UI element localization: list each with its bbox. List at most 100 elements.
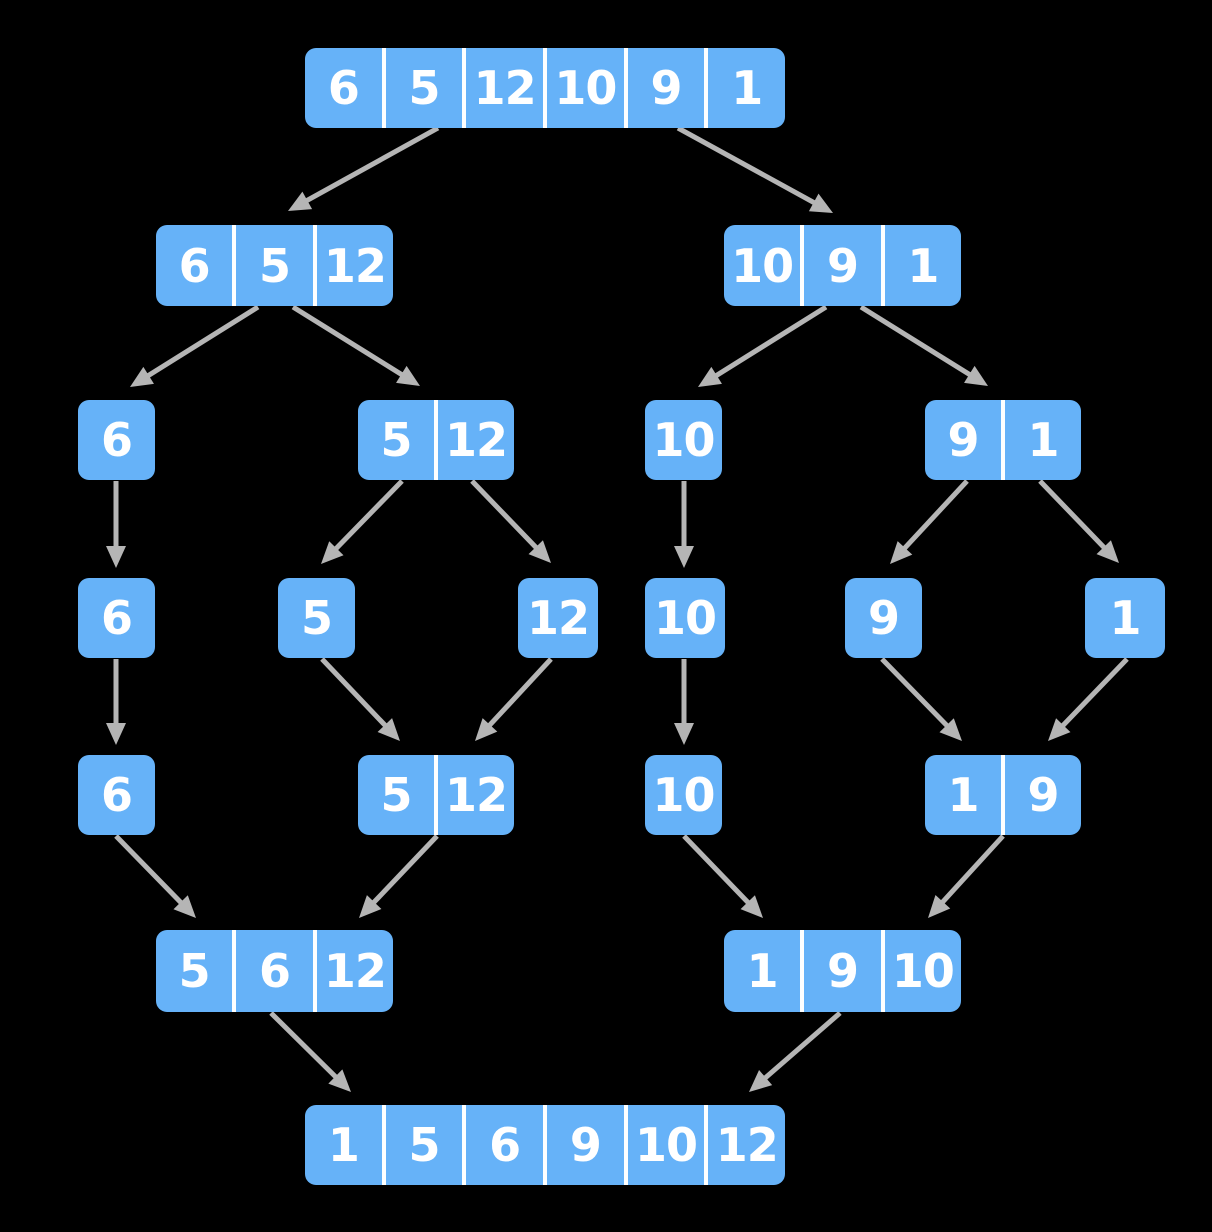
arrowhead-icon [321,541,344,564]
arrowhead-icon [698,366,722,387]
array-cell: 1 [1085,578,1165,658]
cell-value: 5 [408,61,441,115]
arrow-l5-10-to-merge-right [682,834,763,918]
cell-value: 9 [569,1118,602,1172]
arrow-shaft [470,479,539,550]
array-node-l4-9: 9 [845,578,922,658]
arrow-l4-6-to-l5-6 [106,659,126,745]
cell-value: 5 [380,413,412,467]
cell-value: 5 [300,591,333,645]
arrow-l4-1-to-l5-1-9 [1048,657,1129,741]
arrow-merge-left-to-sorted [269,1011,351,1092]
arrow-shaft [291,304,404,378]
arrow-split-right-to-l3-9-1 [859,304,988,386]
cell-value: 10 [554,61,617,115]
arrow-shaft [371,834,439,905]
cell-value: 1 [1027,413,1059,467]
arrow-shaft [940,834,1005,905]
cell-value: 6 [258,944,291,998]
cell-value: 10 [731,238,794,293]
arrow-shaft [114,834,184,905]
arrowhead-icon [130,366,154,387]
array-cell: 6 [78,578,155,658]
cell-value: 5 [408,1118,441,1172]
array-cell: 6 [462,1105,543,1185]
arrowhead-icon [928,895,951,918]
cell-value: 10 [653,591,717,645]
array-cell: 1 [880,225,961,306]
cell-value: 1 [907,238,939,293]
array-cell: 9 [800,930,880,1012]
arrow-l5-6-to-merge-left [114,834,196,918]
arrow-shaft [333,479,404,551]
cell-value: 6 [100,591,133,645]
cell-value: 12 [715,1118,779,1172]
cell-value: 9 [826,944,859,998]
arrowhead-icon [328,1069,351,1092]
cell-value: 6 [178,238,211,293]
array-cell: 5 [381,1105,463,1185]
cell-value: 12 [323,238,387,293]
array-cell: 1 [305,1105,382,1185]
array-cell: 12 [312,930,393,1012]
arrowhead-icon [808,193,833,213]
cell-value: 9 [826,238,859,293]
cell-value: 5 [258,238,291,293]
arrow-l4-10-to-l5-10 [674,659,694,745]
cell-value: 5 [380,768,412,822]
arrowhead-icon [377,718,400,741]
arrow-l3-5-12-to-l4-5 [321,479,404,564]
arrow-split-left-to-l3-5-12 [291,304,420,386]
arrowhead-icon [749,1070,773,1092]
array-cell: 10 [543,48,624,128]
arrowhead-icon [740,895,763,918]
arrow-l5-5-12-to-merge-left [359,834,439,918]
arrowhead-icon [475,718,498,741]
array-node-l5-10: 10 [645,755,722,835]
cell-value: 1 [731,61,763,115]
array-cell: 5 [156,930,232,1012]
arrowhead-icon [396,365,420,386]
array-cell: 12 [312,225,393,306]
array-node-l4-6: 6 [78,578,155,658]
arrow-split-left-to-l3-6 [130,304,260,387]
array-cell: 10 [880,930,961,1012]
arrow-shaft [880,657,950,728]
cell-value: 12 [444,413,508,467]
array-cell: 10 [623,1105,705,1185]
array-cell: 6 [232,930,312,1012]
cell-value: 9 [867,591,900,645]
array-cell: 6 [156,225,232,306]
cell-value: 1 [947,768,979,822]
arrowhead-icon [106,546,126,568]
cell-value: 12 [323,944,387,998]
cell-value: 12 [473,61,537,115]
arrowhead-icon [288,191,313,211]
arrowhead-icon [674,723,694,745]
arrow-l3-9-1-to-l4-9 [890,479,969,564]
cell-value: 1 [746,944,779,998]
arrow-shaft [146,304,260,378]
cell-value: 10 [652,768,715,822]
arrow-shaft [902,479,969,551]
array-cell: 6 [305,48,382,128]
arrowhead-icon [890,541,913,564]
array-cell: 6 [78,755,155,835]
cell-value: 10 [635,1118,698,1172]
array-cell: 5 [358,400,434,480]
cell-value: 9 [1027,768,1059,822]
array-cell: 9 [845,578,922,658]
array-cell: 10 [724,225,800,306]
arrow-l4-9-to-l5-1-9 [880,657,962,741]
arrow-shaft [859,304,972,378]
cell-value: 12 [444,768,508,822]
array-cell: 5 [232,225,312,306]
cell-value: 10 [652,413,715,467]
